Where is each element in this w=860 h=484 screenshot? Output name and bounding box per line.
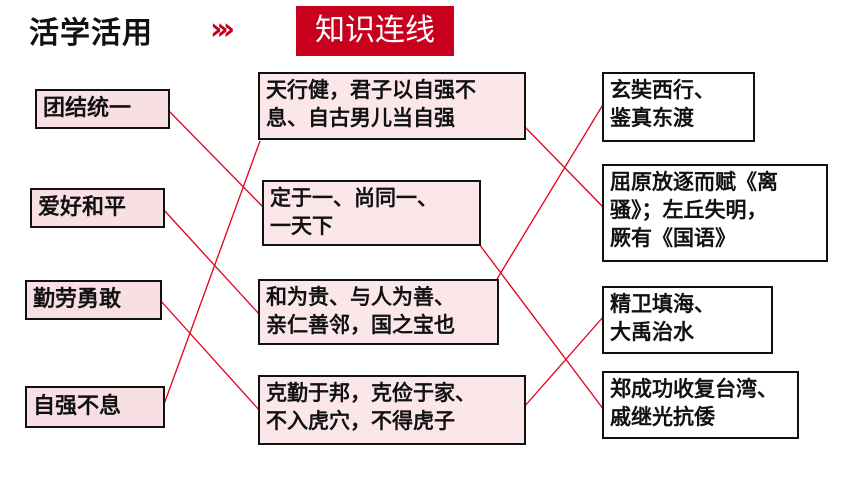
connector-line: [162, 208, 261, 316]
left-item[interactable]: 勤劳勇敢: [25, 280, 162, 320]
left-item[interactable]: 自强不息: [25, 386, 165, 428]
connector-line: [478, 243, 605, 411]
connector-line: [162, 140, 261, 408]
connector-line: [167, 109, 265, 209]
middle-item[interactable]: 和为贵、与人为善、 亲仁善邻，国之宝也: [258, 279, 499, 345]
section-tag: 知识连线: [296, 6, 454, 56]
right-item[interactable]: 精卫填海、 大禹治水: [602, 286, 773, 354]
middle-item[interactable]: 克勤于邦，克俭于家、 不入虎穴，不得虎子: [258, 375, 526, 445]
connector-line: [523, 315, 605, 408]
right-item[interactable]: 屈原放逐而赋《离 骚》；左丘失明， 厥有《国语》: [602, 164, 828, 262]
right-item[interactable]: 玄奘西行、 鉴真东渡: [602, 72, 755, 142]
left-item[interactable]: 爱好和平: [30, 188, 165, 228]
connector-line: [159, 299, 261, 412]
left-item[interactable]: 团结统一: [35, 89, 170, 129]
right-item[interactable]: 郑成功收复台湾、 戚继光抗倭: [602, 371, 799, 439]
connector-line: [523, 125, 605, 209]
page-title: 活学活用: [29, 16, 153, 51]
connector-line: [496, 102, 605, 280]
middle-item[interactable]: 定于一、尚同一、 一天下: [262, 180, 481, 246]
middle-item[interactable]: 天行健，君子以自强不 息、自古男儿当自强: [258, 72, 526, 140]
